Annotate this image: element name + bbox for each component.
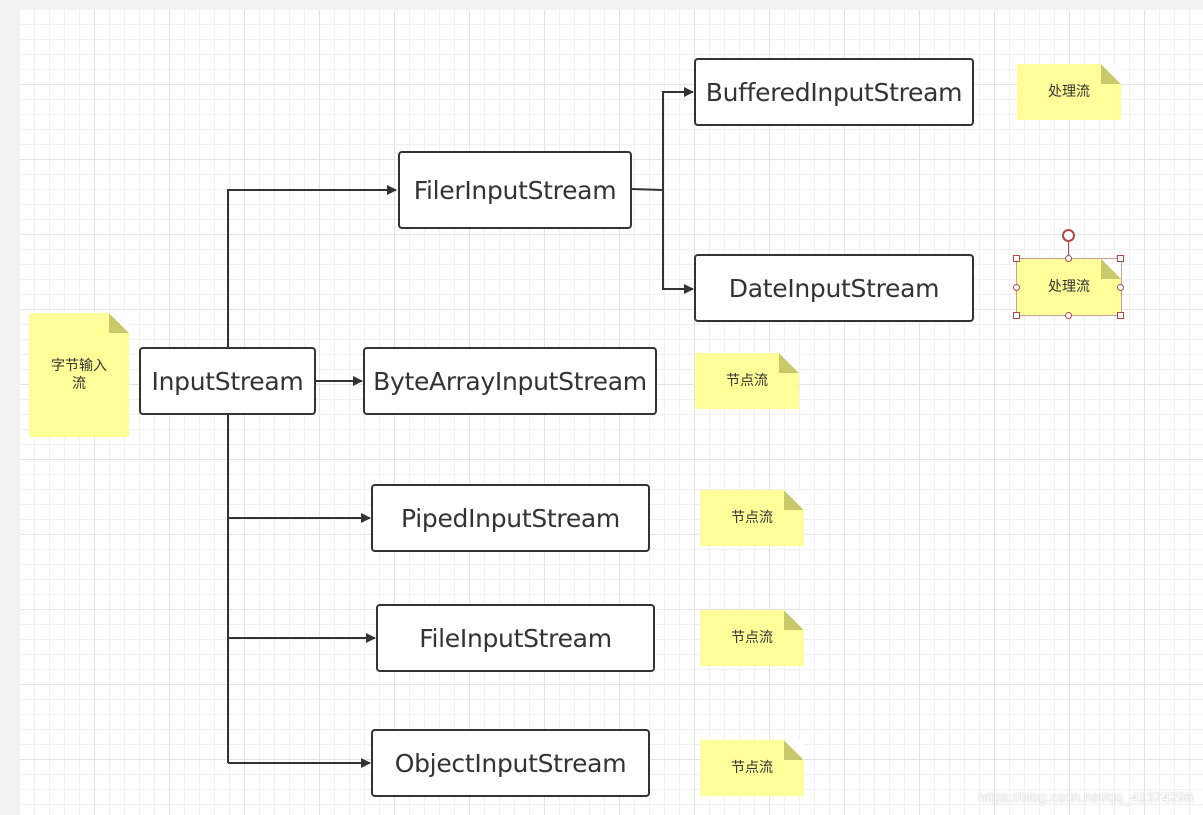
node-fileinputstream[interactable]: FileInputStream xyxy=(376,604,655,672)
note-fold-corner xyxy=(1101,259,1121,279)
note-fold-corner xyxy=(779,353,799,373)
resize-handle-nw[interactable] xyxy=(1013,255,1020,262)
note-bytearray-node[interactable]: 节点流 xyxy=(695,353,799,409)
node-pipedinputstream[interactable]: PipedInputStream xyxy=(371,484,650,552)
note-text: 处理流 xyxy=(1048,279,1090,295)
note-date-processing[interactable]: 处理流 xyxy=(1017,259,1121,315)
watermark: https://blog.csdn.net/qq_41374296 xyxy=(978,789,1193,805)
note-text: 处理流 xyxy=(1048,84,1090,100)
note-text: 字节输入流 xyxy=(51,358,107,392)
note-text: 节点流 xyxy=(731,760,773,776)
node-label: PipedInputStream xyxy=(401,503,620,533)
note-fold-corner xyxy=(784,610,804,630)
note-piped-node[interactable]: 节点流 xyxy=(700,490,804,546)
note-fold-corner xyxy=(784,740,804,760)
note-text: 节点流 xyxy=(726,373,768,389)
resize-handle-ne[interactable] xyxy=(1117,255,1124,262)
rotate-handle[interactable] xyxy=(1062,229,1075,242)
resize-handle-sw[interactable] xyxy=(1013,312,1020,319)
node-label: FileInputStream xyxy=(419,623,612,653)
note-byte-input-stream[interactable]: 字节输入流 xyxy=(29,313,129,437)
node-bytearrayinputstream[interactable]: ByteArrayInputStream xyxy=(363,347,657,415)
node-label: DateInputStream xyxy=(728,273,940,303)
rotate-handle-stem xyxy=(1068,240,1069,259)
note-text: 节点流 xyxy=(731,510,773,526)
node-label: FilerInputStream xyxy=(413,175,617,205)
note-buffered-processing[interactable]: 处理流 xyxy=(1017,64,1121,120)
resize-handle-w[interactable] xyxy=(1013,284,1020,291)
note-fold-corner xyxy=(109,313,129,333)
node-label: ByteArrayInputStream xyxy=(373,366,647,396)
resize-handle-e[interactable] xyxy=(1117,284,1124,291)
node-label: BufferedInputStream xyxy=(705,77,963,107)
node-dateinputstream[interactable]: DateInputStream xyxy=(694,254,974,322)
node-filerinputstream[interactable]: FilerInputStream xyxy=(398,151,632,229)
note-fold-corner xyxy=(1101,64,1121,84)
selection-box xyxy=(1016,258,1122,316)
node-inputstream[interactable]: InputStream xyxy=(139,347,316,415)
note-file-node[interactable]: 节点流 xyxy=(700,610,804,666)
node-bufferedinputstream[interactable]: BufferedInputStream xyxy=(694,58,974,126)
note-text: 节点流 xyxy=(731,630,773,646)
resize-handle-se[interactable] xyxy=(1117,312,1124,319)
resize-handle-s[interactable] xyxy=(1065,312,1072,319)
note-fold-corner xyxy=(784,490,804,510)
node-label: ObjectInputStream xyxy=(394,748,627,778)
node-label: InputStream xyxy=(151,366,304,396)
note-object-node[interactable]: 节点流 xyxy=(700,740,804,796)
node-objectinputstream[interactable]: ObjectInputStream xyxy=(371,729,650,797)
resize-handle-n[interactable] xyxy=(1065,255,1072,262)
